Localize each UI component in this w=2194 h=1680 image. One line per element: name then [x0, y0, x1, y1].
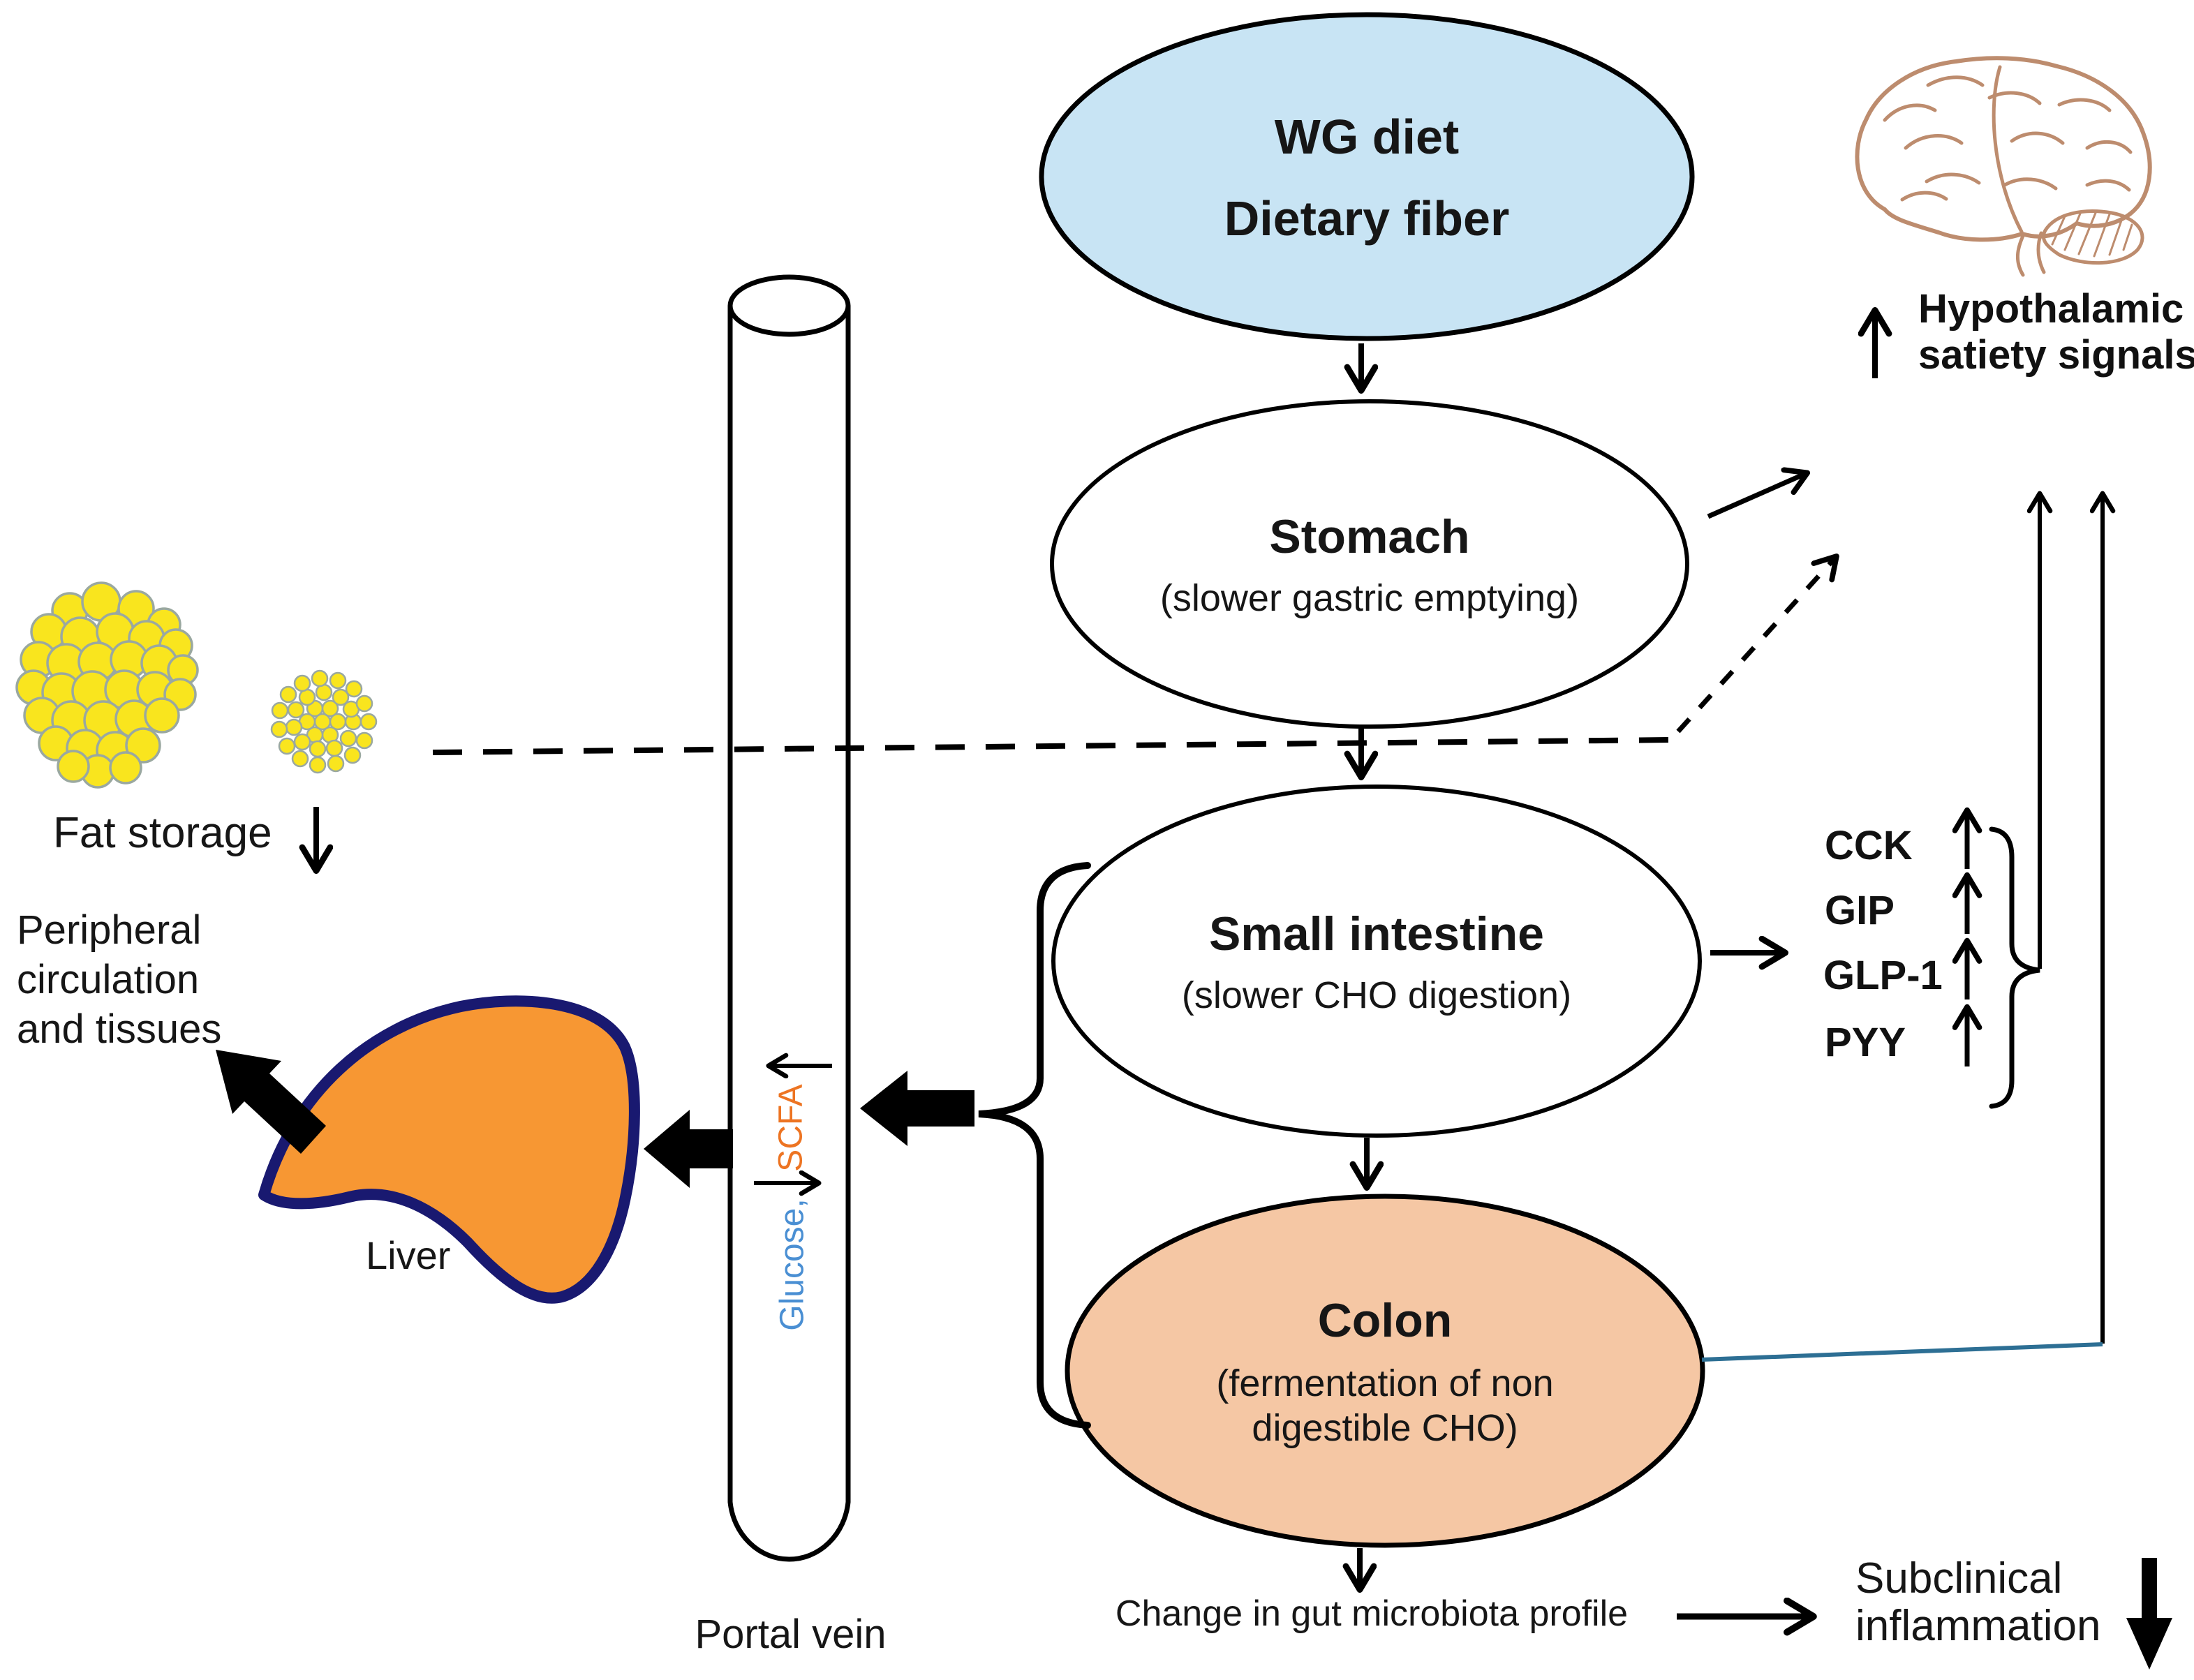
node-small-intestine [1051, 785, 1702, 1138]
arrow-inflammation-decrease [2126, 1558, 2172, 1670]
hormone-glp1-label: GLP-1 [1823, 953, 1943, 998]
fat-cluster-large-icon [15, 581, 199, 789]
dashed-arrow [1676, 557, 1836, 734]
node-wg-diet [1039, 12, 1695, 341]
arrow-liver-to-periphery [216, 1050, 326, 1154]
scfa-label: SCFA [772, 1084, 810, 1172]
subclinical-label: Subclinical inflammation [1855, 1554, 2101, 1651]
liver-label: Liver [366, 1233, 451, 1277]
microbiota-label: Change in gut microbiota profile [1115, 1593, 1629, 1634]
stomach-label: Stomach (slower gastric emptying) [1159, 510, 1580, 619]
small-intestine-label: Small intestine (slower CHO digestion) [1181, 907, 1572, 1016]
wg-diet-label: WG diet Dietary fiber [1224, 109, 1510, 246]
arrow-stomach-to-brain [1707, 473, 1807, 519]
colon-signal-line [1701, 1342, 2103, 1362]
hormone-pyy-label: PYY [1825, 1020, 1906, 1065]
colon-label: Colon (fermentation of non digestible CH… [1216, 1293, 1554, 1449]
hormone-brace [1989, 826, 2040, 1109]
node-colon [1065, 1194, 1705, 1548]
dashed-line [432, 737, 1670, 755]
arrow-gut-to-vein [860, 1071, 974, 1146]
hormone-cck-label: CCK [1825, 823, 1913, 868]
glucose-label: Glucose, [773, 1198, 811, 1331]
fat-storage-label: Fat storage [53, 809, 272, 857]
portal-vein-label: Portal vein [695, 1612, 887, 1657]
fat-cluster-small-icon [270, 669, 378, 774]
arrow-vein-to-liver [644, 1110, 733, 1188]
peripheral-label: Peripheral circulation and tissues [17, 907, 222, 1052]
hypothalamic-label: Hypothalamic satiety signals [1918, 286, 2194, 378]
liver-icon [258, 995, 640, 1304]
hormone-gip-label: GIP [1825, 888, 1895, 933]
portal-vein-cylinder [727, 274, 851, 1562]
brain-icon [1855, 56, 2152, 277]
gut-brace [978, 862, 1091, 1429]
node-stomach [1050, 399, 1689, 729]
